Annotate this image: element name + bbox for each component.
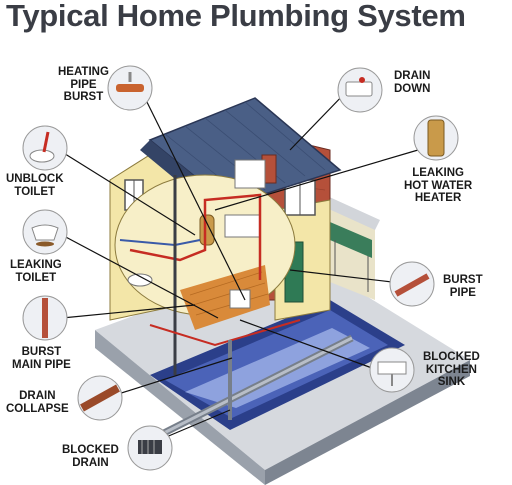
- label-drain-down: DRAIN DOWN: [394, 70, 431, 95]
- callout-blocked-kitchen-sink: [369, 347, 415, 393]
- label-burst-main-pipe: BURST MAIN PIPE: [12, 346, 71, 371]
- label-leaking-toilet: LEAKING TOILET: [10, 259, 62, 284]
- callout-burst-pipe: [389, 261, 435, 307]
- diagram-title: Typical Home Plumbing System: [6, 0, 466, 33]
- pipework: [119, 175, 301, 420]
- callout-heating-pipe-burst: [107, 65, 153, 111]
- label-drain-collapse: DRAIN COLLAPSE: [6, 390, 69, 415]
- label-unblock-toilet: UNBLOCK TOILET: [6, 173, 64, 198]
- label-heating-pipe-burst: HEATING PIPE BURST: [58, 66, 109, 103]
- label-blocked-drain: BLOCKED DRAIN: [62, 444, 119, 469]
- leader-lines: [61, 87, 419, 447]
- callout-drain-collapse: [77, 375, 123, 421]
- label-blocked-kitchen-sink: BLOCKED KITCHEN SINK: [423, 351, 480, 388]
- label-leaking-hot-water-heater: LEAKING HOT WATER HEATER: [404, 167, 473, 204]
- callout-leaking-toilet: [22, 209, 68, 255]
- callout-leaking-hot-water-heater: [413, 115, 459, 161]
- callout-burst-main-pipe: [22, 295, 68, 341]
- garage: [320, 195, 380, 300]
- callout-blocked-drain: [127, 425, 173, 471]
- callout-unblock-toilet: [22, 125, 68, 171]
- label-burst-pipe: BURST PIPE: [443, 274, 483, 299]
- callout-drain-down: [337, 67, 383, 113]
